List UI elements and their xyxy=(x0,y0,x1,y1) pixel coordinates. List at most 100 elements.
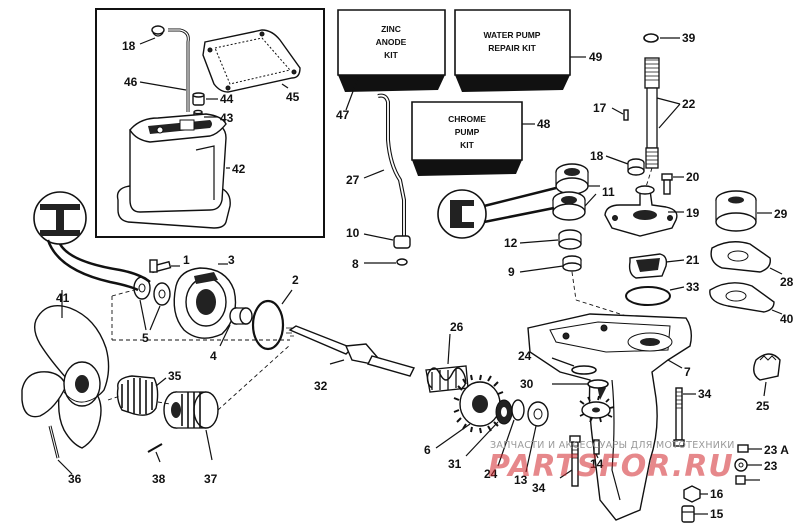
callout-31: 31 xyxy=(448,457,462,471)
part-grommet-11b xyxy=(552,191,586,221)
part-cotter-pin-36 xyxy=(48,425,60,459)
callout-1: 1 xyxy=(183,253,190,267)
callout-13: 13 xyxy=(514,473,528,487)
callout-6: 6 xyxy=(424,443,431,457)
retainer-detail-circle xyxy=(33,191,87,245)
callout-25: 25 xyxy=(756,399,770,413)
part-housing-42 xyxy=(116,113,231,229)
part-washer-5b xyxy=(153,282,171,306)
watermark-line2: PARTSFOR.RU xyxy=(488,449,734,484)
part-washer-30 xyxy=(587,379,609,389)
part-grommet-10 xyxy=(393,235,411,249)
callout-44: 44 xyxy=(220,92,234,106)
callout-23a: 23 A xyxy=(764,443,789,457)
callout-9: 9 xyxy=(508,265,515,279)
grommet-detail-circle xyxy=(437,189,487,239)
callout-5: 5 xyxy=(142,331,149,345)
part-gear-6 xyxy=(453,374,505,434)
callout-30: 30 xyxy=(520,377,534,391)
part-drive-shaft-22 xyxy=(644,57,660,169)
callout-21: 21 xyxy=(686,253,700,267)
part-grommet-44 xyxy=(192,92,205,106)
water-kit-line1: WATER PUMP xyxy=(484,30,541,40)
part-impeller-21 xyxy=(628,253,668,279)
callout-14: 14 xyxy=(590,457,604,471)
callout-4: 4 xyxy=(210,349,217,363)
callout-12: 12 xyxy=(504,236,518,250)
part-hub-35 xyxy=(116,375,159,416)
part-bushing-4 xyxy=(229,307,253,325)
water-pump-kit-box: WATER PUMP REPAIR KIT xyxy=(454,9,571,92)
water-kit-line2: REPAIR KIT xyxy=(488,43,536,53)
part-gasket-45 xyxy=(202,29,301,93)
part-screw-20 xyxy=(661,173,673,195)
part-seal-13 xyxy=(527,401,549,427)
part-seal-9 xyxy=(562,255,582,272)
chrome-pump-kit-box: CHROME PUMP KIT xyxy=(411,101,523,176)
callout-20: 20 xyxy=(686,170,700,184)
part-tube-46 xyxy=(168,28,190,112)
callout-41: 41 xyxy=(56,291,70,305)
callout-35: 35 xyxy=(168,369,182,383)
part-gasket-40 xyxy=(709,282,775,313)
part-bearing-carrier-3 xyxy=(173,267,237,339)
part-spring-26 xyxy=(425,365,469,393)
part-washer-5a xyxy=(133,276,151,300)
callout-40: 40 xyxy=(780,312,794,326)
zinc-kit-line3: KIT xyxy=(384,50,399,60)
callout-17: 17 xyxy=(593,101,607,115)
part-prop-shaft-32 xyxy=(286,325,416,377)
callout-18-top: 18 xyxy=(122,39,136,53)
callout-18-right: 18 xyxy=(590,149,604,163)
part-washer-23 xyxy=(734,458,748,472)
part-screw-23c xyxy=(735,475,746,485)
part-screw-23a xyxy=(737,444,749,453)
callout-24-top: 24 xyxy=(518,349,532,363)
part-screw-34b xyxy=(673,387,685,447)
part-pump-housing-19 xyxy=(604,185,678,237)
chrome-kit-line1: CHROME xyxy=(448,114,486,124)
callout-33: 33 xyxy=(686,280,700,294)
callout-8: 8 xyxy=(352,257,359,271)
part-screw-34a xyxy=(569,435,581,487)
zinc-anode-kit-box: ZINC ANODE KIT xyxy=(337,9,446,92)
zinc-kit-line2: ANODE xyxy=(376,37,407,47)
part-trim-tab-25 xyxy=(753,353,781,381)
chrome-kit-line3: KIT xyxy=(460,140,475,150)
callout-37: 37 xyxy=(204,472,218,486)
part-shim-24a xyxy=(571,365,597,375)
callout-7: 7 xyxy=(684,365,691,379)
part-oring-2 xyxy=(251,299,285,351)
part-washer-24b xyxy=(511,399,525,421)
callout-48: 48 xyxy=(537,117,551,131)
callout-23: 23 xyxy=(764,459,778,473)
callout-45: 45 xyxy=(286,90,300,104)
part-snap-ring-39 xyxy=(643,33,659,43)
callout-39: 39 xyxy=(682,31,696,45)
callout-16: 16 xyxy=(710,487,724,501)
part-water-tube-27 xyxy=(377,93,406,244)
part-bearing-31 xyxy=(495,399,513,425)
callout-47: 47 xyxy=(336,108,350,122)
part-screw-1 xyxy=(149,259,172,274)
callout-27: 27 xyxy=(346,173,360,187)
part-grommet-11a xyxy=(555,163,589,195)
callout-29: 29 xyxy=(774,207,788,221)
callout-11: 11 xyxy=(602,185,615,199)
callout-26: 26 xyxy=(450,320,464,334)
callout-10: 10 xyxy=(346,226,360,240)
part-pin-17 xyxy=(623,109,629,121)
callout-22: 22 xyxy=(682,97,696,111)
callout-46: 46 xyxy=(124,75,138,89)
part-nut-16 xyxy=(683,485,701,503)
inset-frame xyxy=(95,8,325,238)
part-impeller-cup-29 xyxy=(715,190,757,232)
callout-34-right: 34 xyxy=(698,387,712,401)
part-bushing-18 xyxy=(627,158,645,176)
zinc-kit-line1: ZINC xyxy=(381,24,401,34)
callout-2: 2 xyxy=(292,273,299,287)
callout-34-left: 34 xyxy=(532,481,546,495)
callout-38: 38 xyxy=(152,472,166,486)
part-oring-33 xyxy=(625,286,671,306)
